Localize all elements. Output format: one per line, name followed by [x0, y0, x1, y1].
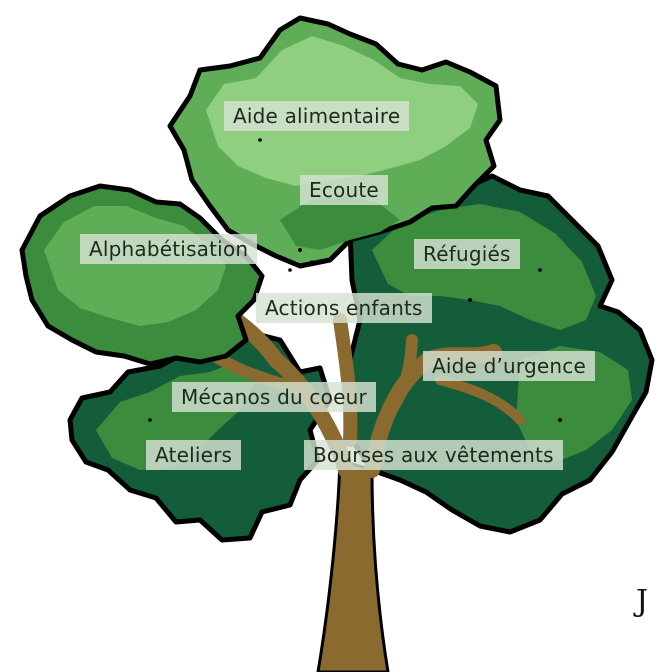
label-aide-alimentaire: Aide alimentaire	[224, 101, 410, 131]
label-actions-enfants: Actions enfants	[256, 293, 432, 323]
label-refugies: Réfugiés	[414, 239, 520, 269]
label-mecanos-du-coeur: Mécanos du coeur	[172, 382, 376, 412]
label-aide-urgence: Aide d’urgence	[423, 351, 595, 381]
tree-trunk	[316, 458, 390, 672]
label-ecoute: Ecoute	[300, 175, 388, 205]
label-ateliers: Ateliers	[146, 440, 242, 470]
edge-text-fragment: J	[636, 584, 649, 619]
leaf-specks	[148, 138, 562, 422]
label-alphabetisation: Alphabétisation	[80, 234, 258, 264]
label-bourses-aux-vetements: Bourses aux vêtements	[304, 440, 563, 470]
